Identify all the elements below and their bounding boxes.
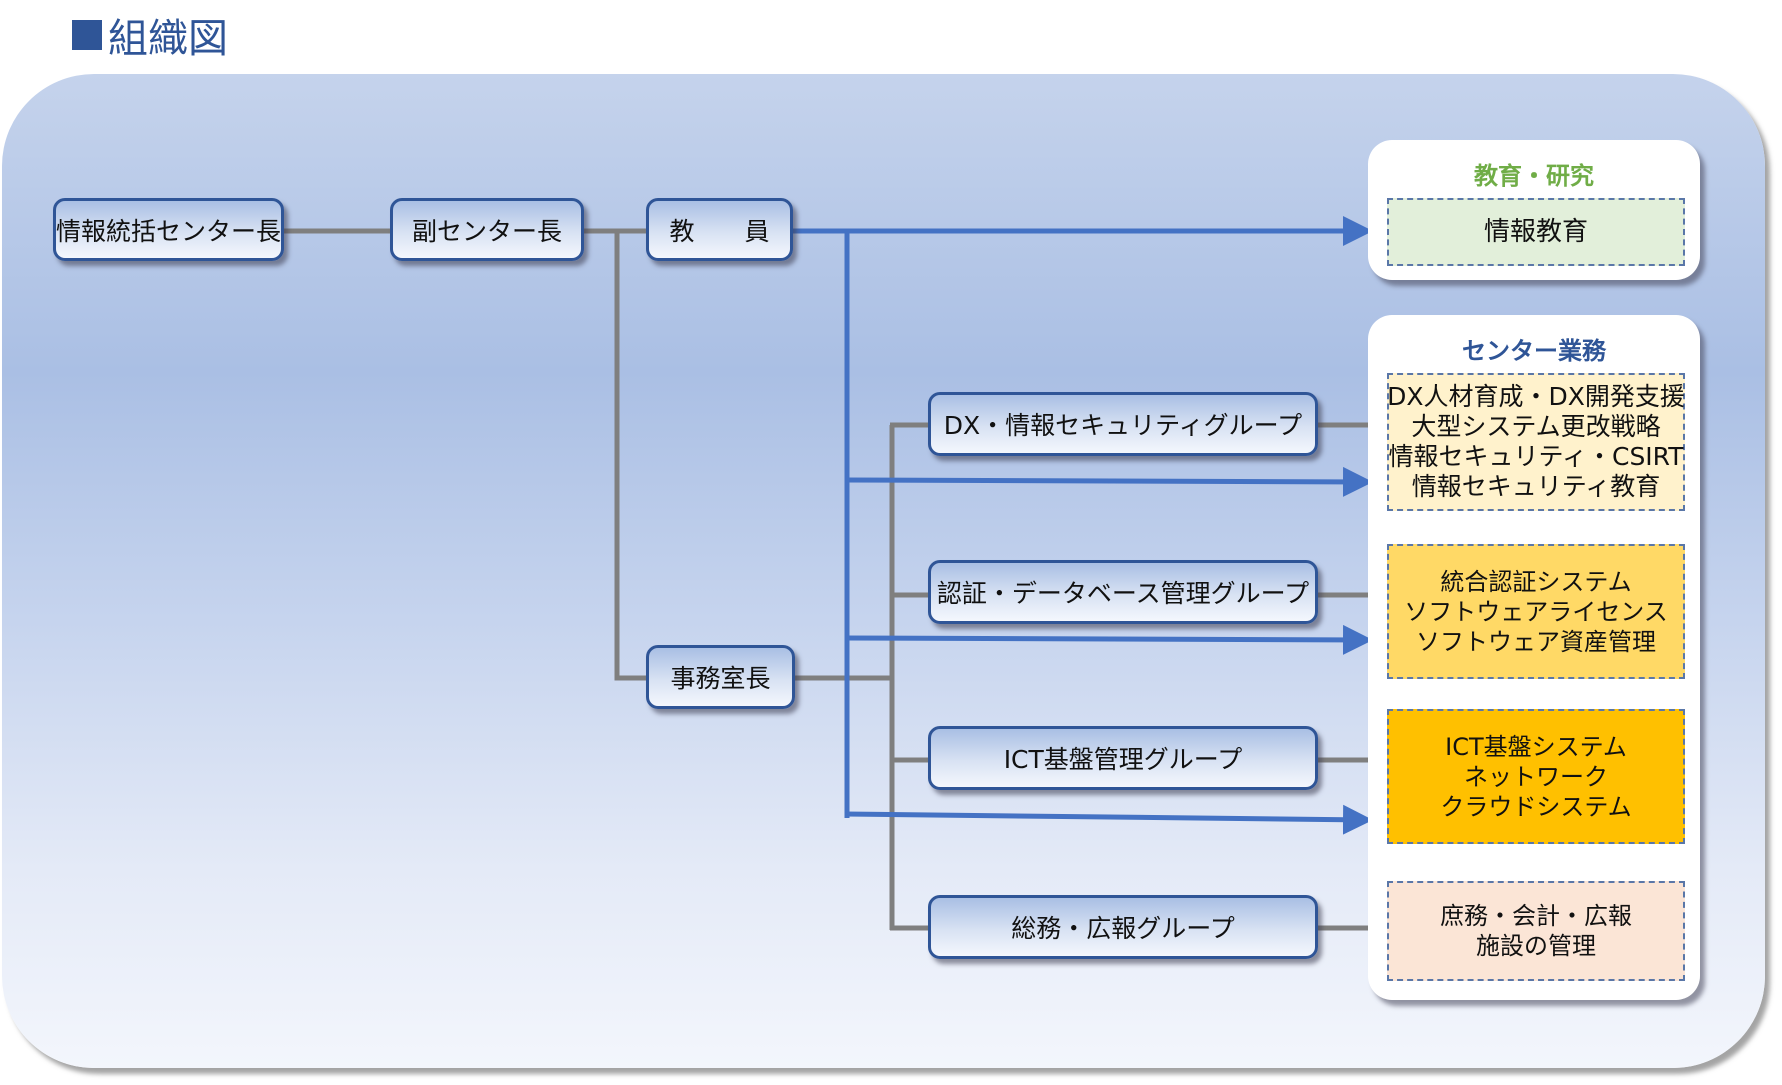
duty-box-ict: ICT基盤システム ネットワーク クラウドシステム bbox=[1387, 709, 1685, 844]
page-title-text: 組織図 bbox=[108, 16, 228, 62]
node-label: DX・情報セキュリティグループ bbox=[943, 411, 1303, 440]
node-label: 認証・データベース管理グループ bbox=[936, 579, 1310, 608]
node-label: 事務室長 bbox=[670, 664, 771, 693]
duty-line: 庶務・会計・広報 bbox=[1440, 902, 1632, 930]
node-office-chief: 事務室長 bbox=[646, 645, 795, 709]
node-label: 教 員 bbox=[669, 216, 770, 246]
node-label: ICT基盤管理グループ bbox=[1003, 745, 1243, 774]
duty-line: 情報セキュリティ教育 bbox=[1411, 472, 1661, 501]
node-label: 総務・広報グループ bbox=[1011, 914, 1235, 943]
node-label: 情報統括センター長 bbox=[56, 216, 282, 246]
page-title: 組織図 bbox=[72, 10, 228, 62]
panel-education-research: 教育・研究 情報教育 bbox=[1368, 140, 1700, 280]
panel-center-duties: センター業務 DX人材育成・DX開発支援 大型システム更改戦略 情報セキュリティ… bbox=[1368, 315, 1700, 1000]
duty-line: ICT基盤システム bbox=[1445, 732, 1627, 761]
node-dx-security-group: DX・情報セキュリティグループ bbox=[928, 392, 1318, 456]
duty-line: 情報教育 bbox=[1483, 217, 1588, 247]
node-vice-director: 副センター長 bbox=[390, 198, 584, 261]
duty-line: ソフトウェア資産管理 bbox=[1416, 627, 1656, 656]
panel-heading: センター業務 bbox=[1462, 337, 1606, 365]
node-faculty: 教 員 bbox=[646, 198, 793, 261]
duty-line: ソフトウェアライセンス bbox=[1404, 597, 1668, 626]
duty-line: DX人材育成・DX開発支援 bbox=[1387, 382, 1685, 411]
duty-line: 大型システム更改戦略 bbox=[1411, 412, 1661, 441]
panel-heading: 教育・研究 bbox=[1474, 162, 1594, 190]
square-bullet-icon bbox=[72, 20, 102, 50]
duty-line: 施設の管理 bbox=[1476, 932, 1596, 960]
duty-line: 情報セキュリティ・CSIRT bbox=[1388, 442, 1684, 471]
duty-line: クラウドシステム bbox=[1440, 792, 1632, 821]
duty-line: 統合認証システム bbox=[1440, 567, 1632, 596]
duty-line: ネットワーク bbox=[1464, 762, 1608, 791]
duty-box-education: 情報教育 bbox=[1387, 198, 1685, 266]
duty-box-general: 庶務・会計・広報 施設の管理 bbox=[1387, 881, 1685, 981]
node-general-pr-group: 総務・広報グループ bbox=[928, 895, 1318, 959]
node-auth-database-group: 認証・データベース管理グループ bbox=[928, 560, 1318, 624]
duty-box-dx: DX人材育成・DX開発支援 大型システム更改戦略 情報セキュリティ・CSIRT … bbox=[1387, 373, 1685, 511]
node-ict-infra-group: ICT基盤管理グループ bbox=[928, 726, 1318, 790]
duty-box-auth: 統合認証システム ソフトウェアライセンス ソフトウェア資産管理 bbox=[1387, 544, 1685, 679]
node-label: 副センター長 bbox=[411, 216, 562, 246]
node-director: 情報統括センター長 bbox=[53, 198, 284, 261]
